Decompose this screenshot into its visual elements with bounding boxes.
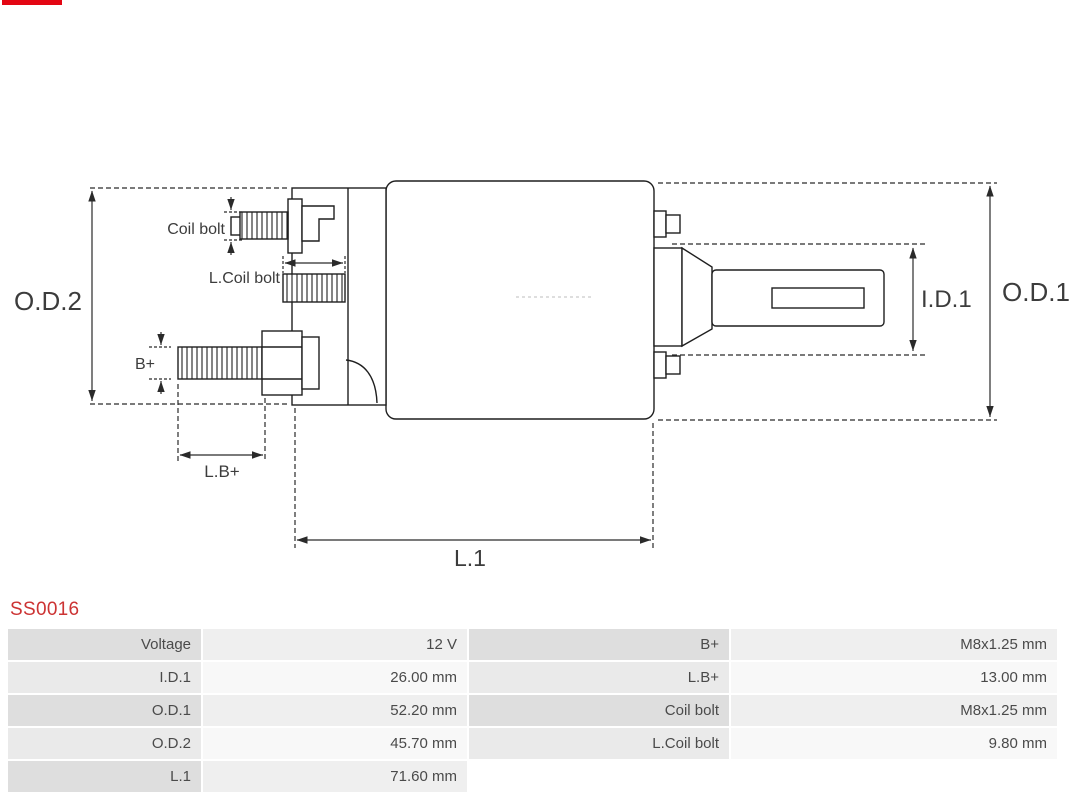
spec-cell-label: O.D.1: [8, 695, 201, 726]
solenoid-body: [385, 180, 655, 420]
plunger-collar: [653, 247, 683, 347]
l-coil-bolt-dimension: [282, 256, 346, 273]
spec-cell-label: L.B+: [469, 662, 729, 693]
l-b-plus-dimension: [177, 384, 266, 462]
through-bolt-bottom: [653, 351, 667, 379]
solenoid-outline: [177, 180, 885, 420]
spec-cell-value: M8x1.25 mm: [731, 695, 1057, 726]
spec-cell-value: [731, 761, 1057, 792]
plunger-taper: [681, 246, 713, 348]
coil-terminal-plate: [287, 198, 303, 254]
b-plus-washer: [301, 336, 320, 390]
spec-cell-label: [469, 761, 729, 792]
id1-dimension: [672, 243, 928, 356]
l-coil-bolt-label: L.Coil bolt: [209, 270, 281, 287]
od2-dimension: [88, 187, 290, 405]
od1-label: O.D.1: [1002, 277, 1070, 307]
id1-label: I.D.1: [921, 286, 972, 313]
b-plus-label: B+: [135, 356, 155, 373]
solenoid-drawing: O.D.2 O.D.1 I.D.1 Coil bolt L.Coil bolt …: [14, 180, 1070, 571]
through-bolt-top: [653, 210, 667, 238]
spec-cell-label: I.D.1: [8, 662, 201, 693]
brand-logo-bar: [2, 0, 62, 5]
spec-cell-label: Voltage: [8, 629, 201, 660]
spec-cell-value: 52.20 mm: [203, 695, 467, 726]
od1-dimension: [658, 182, 997, 421]
plunger-slot: [771, 287, 865, 309]
b-plus-stud: [177, 346, 263, 380]
spec-cell-value: M8x1.25 mm: [731, 629, 1057, 660]
od2-label: O.D.2: [14, 286, 82, 316]
spec-cell-label: B+: [469, 629, 729, 660]
spec-cell-label: O.D.2: [8, 728, 201, 759]
b-plus-dimension: [149, 332, 171, 394]
l1-dimension: [294, 408, 654, 548]
spec-cell-value: 26.00 mm: [203, 662, 467, 693]
coil-bolt-stud: [239, 211, 289, 240]
spec-cell-value: 12 V: [203, 629, 467, 660]
l1-label: L.1: [454, 545, 486, 571]
part-number: SS0016: [10, 599, 80, 620]
flange-arc-detail: [345, 359, 378, 404]
through-bolt-top-cap: [665, 214, 681, 234]
spec-cell-label: Coil bolt: [469, 695, 729, 726]
technical-diagram: O.D.2 O.D.1 I.D.1 Coil bolt L.Coil bolt …: [14, 180, 1070, 571]
coil-bolt-dimension: [224, 197, 244, 255]
spec-cell-value: 9.80 mm: [731, 728, 1057, 759]
coil-bolt-boss: [282, 273, 346, 303]
coil-bolt-label: Coil bolt: [167, 221, 225, 238]
l-b-plus-label: L.B+: [204, 462, 240, 481]
through-bolt-bottom-cap: [665, 355, 681, 375]
spec-cell-label: L.Coil bolt: [469, 728, 729, 759]
coil-terminal-bracket: [301, 205, 335, 242]
spec-cell-value: 45.70 mm: [203, 728, 467, 759]
dimension-lines: [88, 182, 997, 548]
dimension-labels: O.D.2 O.D.1 I.D.1 Coil bolt L.Coil bolt …: [14, 221, 1070, 571]
spec-cell-value: 71.60 mm: [203, 761, 467, 792]
spec-cell-label: L.1: [8, 761, 201, 792]
b-plus-nut: [261, 330, 303, 396]
spec-cell-value: 13.00 mm: [731, 662, 1057, 693]
